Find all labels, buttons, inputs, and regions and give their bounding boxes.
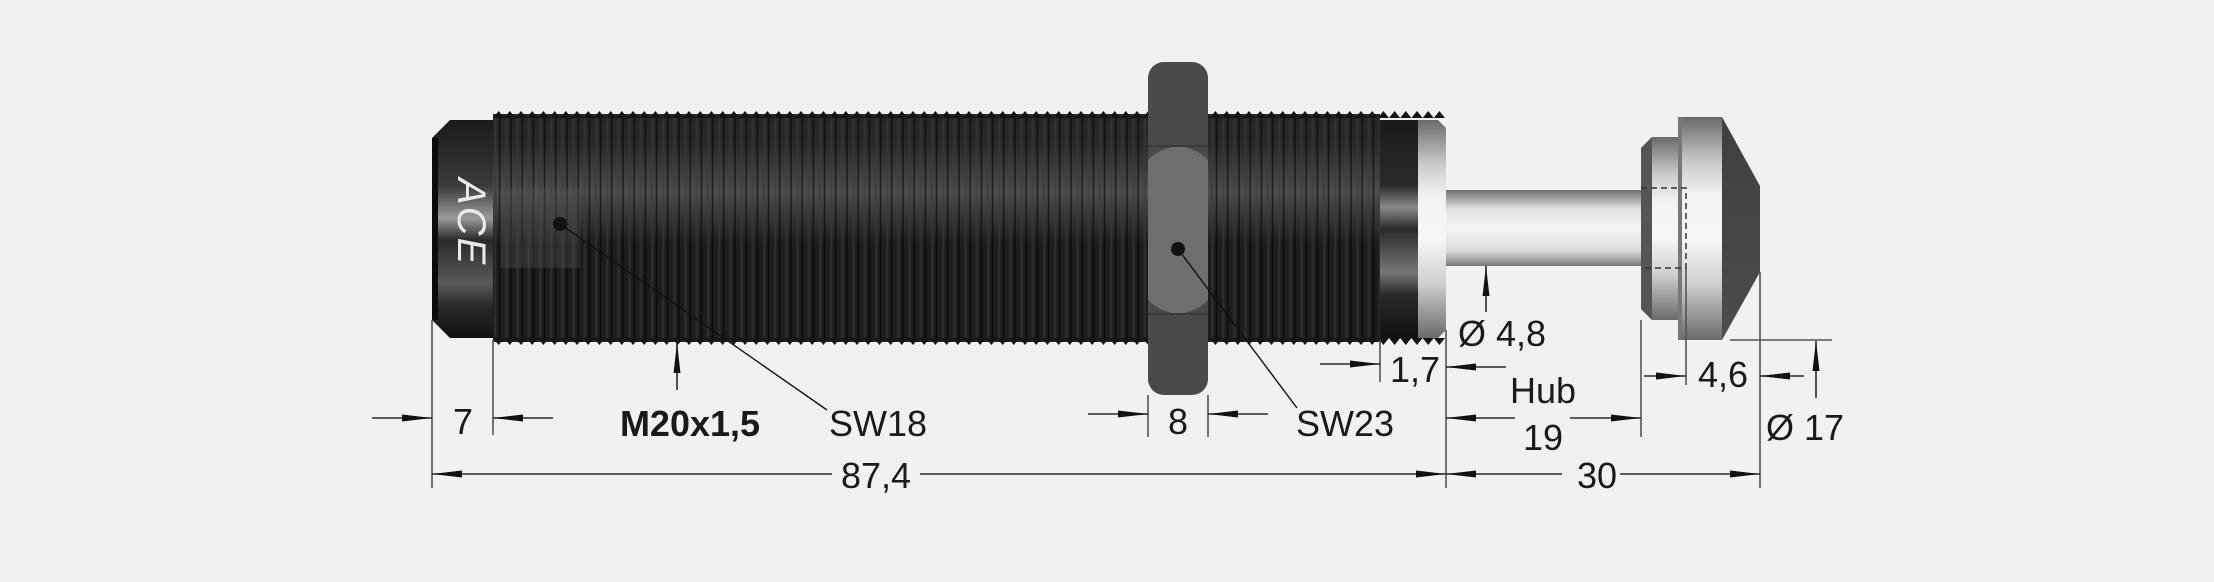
threaded-body [493, 111, 1445, 345]
label-button-length: 4,6 [1698, 354, 1748, 395]
rod-end-button [1641, 117, 1760, 340]
label-button-diameter: Ø 17 [1766, 407, 1844, 448]
label-stroke-title: Hub [1510, 370, 1576, 411]
label-end-cap-length: 7 [453, 401, 473, 442]
leader-lines [559, 223, 1298, 411]
hex-nut [1148, 62, 1208, 395]
label-thread-spec: M20x1,5 [620, 403, 760, 444]
label-extended-length: 30 [1577, 455, 1617, 496]
label-rod-diameter: Ø 4,8 [1458, 313, 1546, 354]
label-overall-length: 87,4 [841, 455, 911, 496]
dimension-labels: 7 M20x1,5 SW18 8 SW23 1,7 Ø 4,8 Hub 19 4… [453, 313, 1844, 496]
label-collar-length: 1,7 [1390, 349, 1440, 390]
dimension-lines [372, 266, 1820, 478]
ace-logo: ACE [449, 176, 493, 266]
label-nut-width: 8 [1168, 401, 1188, 442]
label-wrench-sw18: SW18 [829, 403, 927, 444]
label-stroke-value: 19 [1523, 417, 1563, 458]
right-collar [1380, 120, 1446, 338]
piston-rod [1446, 190, 1642, 266]
label-wrench-sw23: SW23 [1296, 403, 1394, 444]
left-end-cap: ACE [432, 120, 493, 338]
